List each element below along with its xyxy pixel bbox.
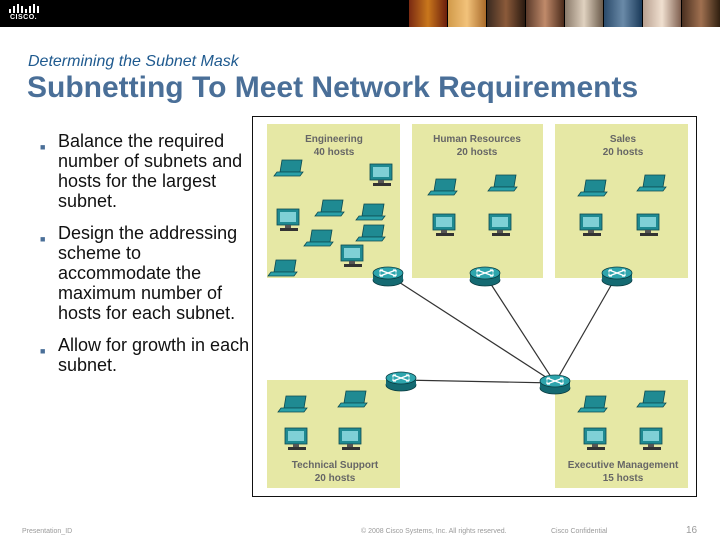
zone-label-name: Sales — [610, 134, 637, 145]
bullet-list: ■ Balance the required number of subnets … — [40, 131, 250, 387]
link-line — [400, 379, 556, 384]
top-banner: CISCO. — [0, 0, 720, 27]
zone-label-name: Human Resources — [433, 134, 521, 145]
zone-executive-management — [555, 380, 688, 488]
network-diagram-svg: Engineering 40 hosts Human Resources 20 … — [267, 124, 688, 488]
router-icon — [469, 266, 501, 287]
banner-photo — [564, 0, 603, 27]
page-number: 16 — [686, 525, 698, 536]
router-icon — [539, 374, 571, 395]
router-icon — [601, 266, 633, 287]
bullet-square-icon: ■ — [40, 142, 46, 152]
bullet-square-icon: ■ — [40, 234, 46, 244]
zone-label-hosts: 20 hosts — [603, 147, 644, 158]
bullet-text: Allow for growth in each subnet. — [58, 335, 250, 375]
zone-label-hosts: 40 hosts — [314, 147, 355, 158]
zone-human-resources — [412, 124, 543, 278]
banner-photo — [603, 0, 642, 27]
zone-label-name: Executive Management — [568, 460, 679, 471]
zone-label-hosts: 20 hosts — [457, 147, 498, 158]
bullet-text: Balance the required number of subnets a… — [58, 131, 243, 211]
slide-subtitle: Determining the Subnet Mask — [28, 53, 239, 70]
zone-label-name: Engineering — [305, 134, 363, 145]
banner-photo — [681, 0, 720, 27]
banner-photo — [486, 0, 525, 27]
zone-label-hosts: 20 hosts — [315, 473, 356, 484]
banner-photo-strip — [408, 0, 720, 27]
bullet-item: ■ Design the addressing scheme to accommo… — [40, 223, 250, 323]
bullet-item: ■ Allow for growth in each subnet. — [40, 335, 250, 375]
cisco-logo-text: CISCO. — [10, 14, 38, 21]
slide-title: Subnetting To Meet Network Requirements — [27, 71, 639, 104]
link-line — [554, 274, 618, 384]
bullet-text: Design the addressing scheme to accommod… — [58, 223, 238, 323]
bullet-square-icon: ■ — [40, 346, 46, 356]
footer-presentation-id: Presentation_ID — [22, 528, 73, 535]
cisco-logo-bars-icon — [9, 4, 39, 13]
link-line — [387, 274, 556, 384]
banner-photo — [525, 0, 564, 27]
banner-photo — [642, 0, 681, 27]
zone-sales — [555, 124, 688, 278]
bullet-item: ■ Balance the required number of subnets … — [40, 131, 250, 211]
zone-label-name: Technical Support — [292, 460, 379, 471]
zone-label-hosts: 15 hosts — [603, 473, 644, 484]
link-line — [484, 274, 556, 384]
banner-photo — [408, 0, 447, 27]
router-icon — [385, 371, 417, 392]
cisco-logo: CISCO. — [8, 4, 44, 24]
footer-copyright: © 2008 Cisco Systems, Inc. All rights re… — [361, 528, 507, 535]
banner-photo — [447, 0, 486, 27]
router-icon — [372, 266, 404, 287]
network-diagram: Engineering 40 hosts Human Resources 20 … — [252, 116, 697, 497]
footer-confidential: Cisco Confidential — [551, 528, 608, 535]
